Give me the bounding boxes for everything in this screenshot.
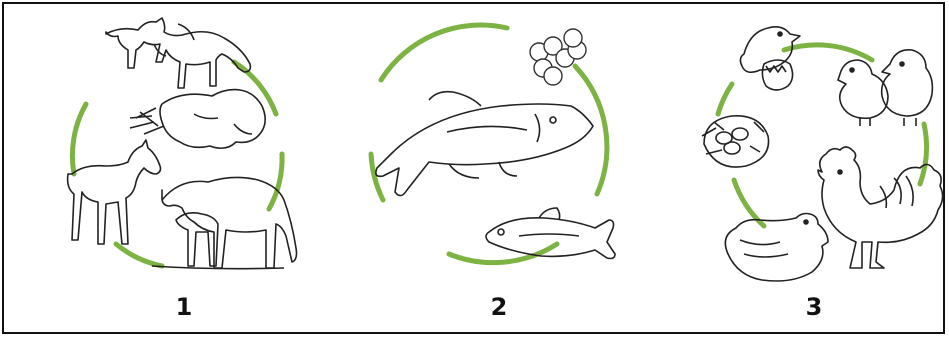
young-fish-icon (486, 208, 615, 259)
hatching-chick-icon (740, 27, 800, 90)
lying-horse-icon (130, 90, 265, 149)
hen-icon (725, 214, 828, 282)
chicken-cycle-diagram (684, 4, 944, 304)
chicks-icon (838, 50, 932, 126)
panel-number-1: 1 (154, 293, 214, 321)
chicken-life-cycle-panel: 3 (684, 4, 944, 336)
fish-cycle-diagram (339, 4, 639, 304)
fish-eggs-icon (530, 29, 586, 85)
panel-number-2: 2 (469, 293, 529, 321)
panel-number-3: 3 (784, 293, 844, 321)
horse-life-cycle-panel: 1 (44, 4, 304, 336)
grazing-horses-icon (106, 18, 250, 88)
foal-icon (68, 140, 161, 244)
adult-fish-icon (376, 92, 593, 196)
rooster-icon (818, 147, 943, 268)
fish-life-cycle-panel: 2 (339, 4, 639, 336)
horse-cycle-diagram (44, 4, 304, 304)
nest-with-eggs-icon (702, 116, 769, 167)
life-cycles-figure: 1 (2, 2, 945, 334)
